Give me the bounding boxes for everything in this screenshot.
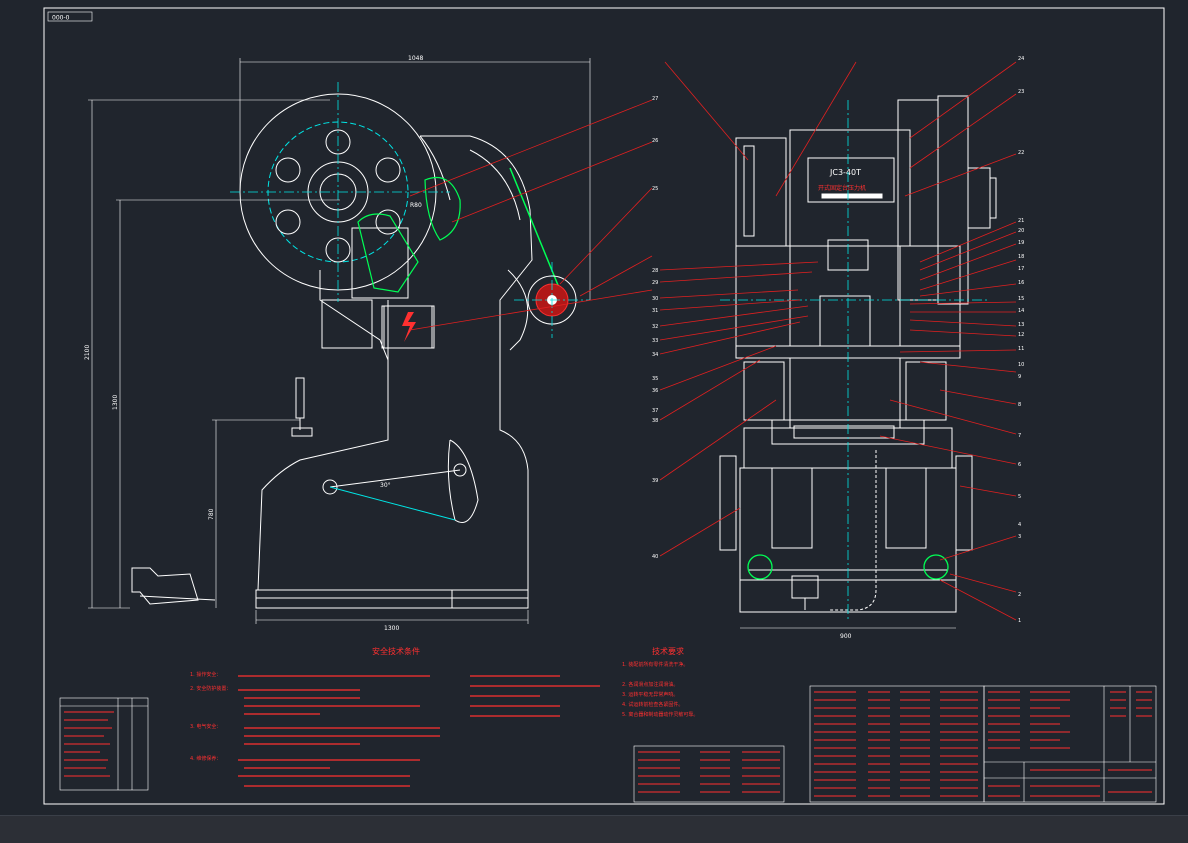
svg-text:31: 31 [652,308,658,314]
svg-text:12: 12 [1018,332,1024,338]
svg-text:40: 40 [652,554,658,560]
left-small-table [59,697,149,791]
highlight-link-left [357,213,419,293]
frame-tag: 000-0 [52,15,70,22]
svg-text:26: 26 [652,138,658,144]
svg-text:11: 11 [1018,346,1024,352]
svg-text:2. 各润滑点加注润滑油。: 2. 各润滑点加注润滑油。 [622,681,678,688]
svg-text:38: 38 [652,418,658,424]
dim-right-base-width: 900 [840,633,852,640]
svg-text:23: 23 [1018,89,1024,95]
left-notes: 1. 操作安全： 2. 安全防护装置： 3. 电气安全： 4. 维修保养： [190,671,231,762]
svg-text:28: 28 [652,268,658,274]
right-notes: 1. 装配前所有零件清洗干净。 2. 各润滑点加注润滑油。 3. 运转平稳无异常… [622,661,698,718]
press-frame-body [257,135,533,591]
svg-text:16: 16 [1018,280,1024,286]
svg-text:6: 6 [1018,462,1021,468]
svg-text:32: 32 [652,324,658,330]
engineering-drawing: 000-0 [43,7,1165,805]
svg-text:36: 36 [652,388,658,394]
svg-text:4: 4 [1018,522,1021,528]
svg-text:10: 10 [1018,362,1024,368]
svg-text:33: 33 [652,338,658,344]
model-plate [807,157,895,203]
dim-mid-height: 1300 [112,395,119,410]
svg-text:2. 安全防护装置：: 2. 安全防护装置： [190,685,231,692]
balloons-top: 27 26 25 [652,96,658,192]
svg-text:35: 35 [652,376,658,382]
frame-tag-box [47,11,93,22]
svg-text:24: 24 [1018,56,1024,62]
svg-text:15: 15 [1018,296,1024,302]
svg-text:21: 21 [1018,218,1024,224]
machine-label: 开式固定台压力机 [818,184,866,192]
svg-text:1: 1 [1018,618,1021,624]
svg-text:34: 34 [652,352,658,358]
outer-frame [43,7,1165,805]
highlight-base-right [923,554,949,580]
svg-text:2: 2 [1018,592,1021,598]
svg-text:1. 装配前所有零件清洗干净。: 1. 装配前所有零件清洗干净。 [622,661,688,668]
svg-text:3. 电气安全：: 3. 电气安全： [190,723,221,730]
dim-total-height: 2100 [84,345,91,360]
svg-text:18: 18 [1018,254,1024,260]
balloons-right: 24 23 22 21 20 19 18 17 16 15 14 13 12 1… [1018,56,1024,624]
svg-text:19: 19 [1018,240,1024,246]
foot-pedal [131,567,199,605]
dim-top-width: 1048 [408,55,423,62]
svg-text:8: 8 [1018,402,1021,408]
dim-angle: 30° [380,482,391,489]
svg-text:22: 22 [1018,150,1024,156]
left-notes-title: 安全技术条件 [372,646,420,656]
left-notes-lines [238,675,600,787]
svg-text:25: 25 [652,186,658,192]
highlight-link-right [424,176,461,241]
dim-radius: R80 [410,202,422,209]
svg-text:30: 30 [652,296,658,302]
svg-text:3. 运转平稳无异常声响。: 3. 运转平稳无异常声响。 [622,691,678,698]
balloons-left: 28 29 30 31 32 33 34 35 36 37 38 39 40 [652,268,658,560]
svg-text:14: 14 [1018,308,1024,314]
svg-text:39: 39 [652,478,658,484]
svg-text:29: 29 [652,280,658,286]
svg-text:37: 37 [652,408,658,414]
svg-text:17: 17 [1018,266,1024,272]
warning-sign [383,305,433,349]
svg-text:3: 3 [1018,534,1021,540]
svg-text:7: 7 [1018,433,1021,439]
dim-low-height: 780 [208,508,215,520]
svg-text:4. 试运转前检查各紧固件。: 4. 试运转前检查各紧固件。 [622,701,683,708]
status-bar [0,815,1188,843]
model-label: JC3-40T [829,168,861,177]
highlight-base-left [747,554,773,580]
svg-text:4. 维修保养：: 4. 维修保养： [190,755,221,762]
svg-text:13: 13 [1018,322,1024,328]
svg-text:1. 操作安全：: 1. 操作安全： [190,671,221,678]
parts-list [633,685,1157,803]
svg-text:20: 20 [1018,228,1024,234]
svg-text:5. 离合器和制动器动作灵敏可靠。: 5. 离合器和制动器动作灵敏可靠。 [622,711,698,718]
dim-base-width: 1300 [384,625,399,632]
svg-text:9: 9 [1018,374,1021,380]
svg-text:27: 27 [652,96,658,102]
svg-text:5: 5 [1018,494,1021,500]
right-notes-title: 技术要求 [652,646,684,656]
cad-viewport[interactable]: 000-0 [0,0,1188,815]
